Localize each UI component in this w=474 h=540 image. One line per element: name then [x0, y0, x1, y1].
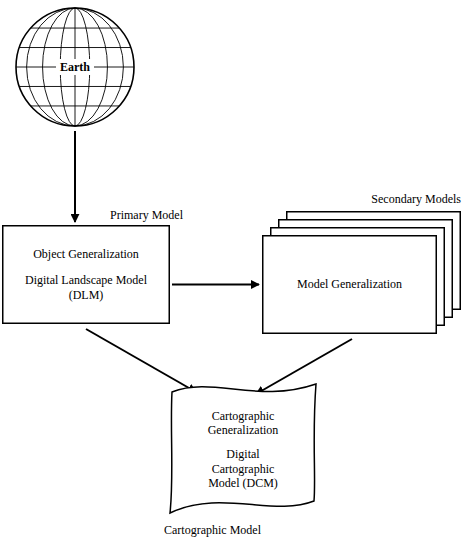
text-area: Object GeneralizationDigital Landscape M… [8, 231, 164, 318]
flow-arrow [74, 131, 76, 222]
flow-arrow [86, 329, 196, 392]
box-text: Object Generalization [33, 247, 139, 261]
box-text: Cartographic Generalization [193, 409, 293, 438]
flow-arrow [172, 284, 259, 286]
text-area: Cartographic GeneralizationDigital Carto… [193, 394, 293, 505]
cartographic-model-sheet: Cartographic GeneralizationDigital Carto… [168, 380, 318, 519]
box-text: Digital Landscape Model (DLM) [8, 273, 164, 302]
primary-model-box: Object GeneralizationDigital Landscape M… [2, 225, 170, 324]
model-heading: Primary Model [110, 208, 183, 222]
globe: Earth [15, 5, 135, 129]
globe-label: Earth [56, 59, 94, 75]
flow-arrow [256, 339, 352, 394]
text-area: Model Generalization [268, 241, 431, 328]
model-heading: Secondary Models [371, 192, 461, 206]
text-area: Earth [15, 5, 135, 129]
box-text: Model Generalization [297, 277, 402, 291]
model-caption: Cartographic Model [164, 523, 261, 537]
stack-outline [262, 211, 461, 334]
box-text: Digital Cartographic Model (DCM) [203, 447, 283, 490]
secondary-model-stack: Model GeneralizationSecondary Models [262, 211, 461, 334]
